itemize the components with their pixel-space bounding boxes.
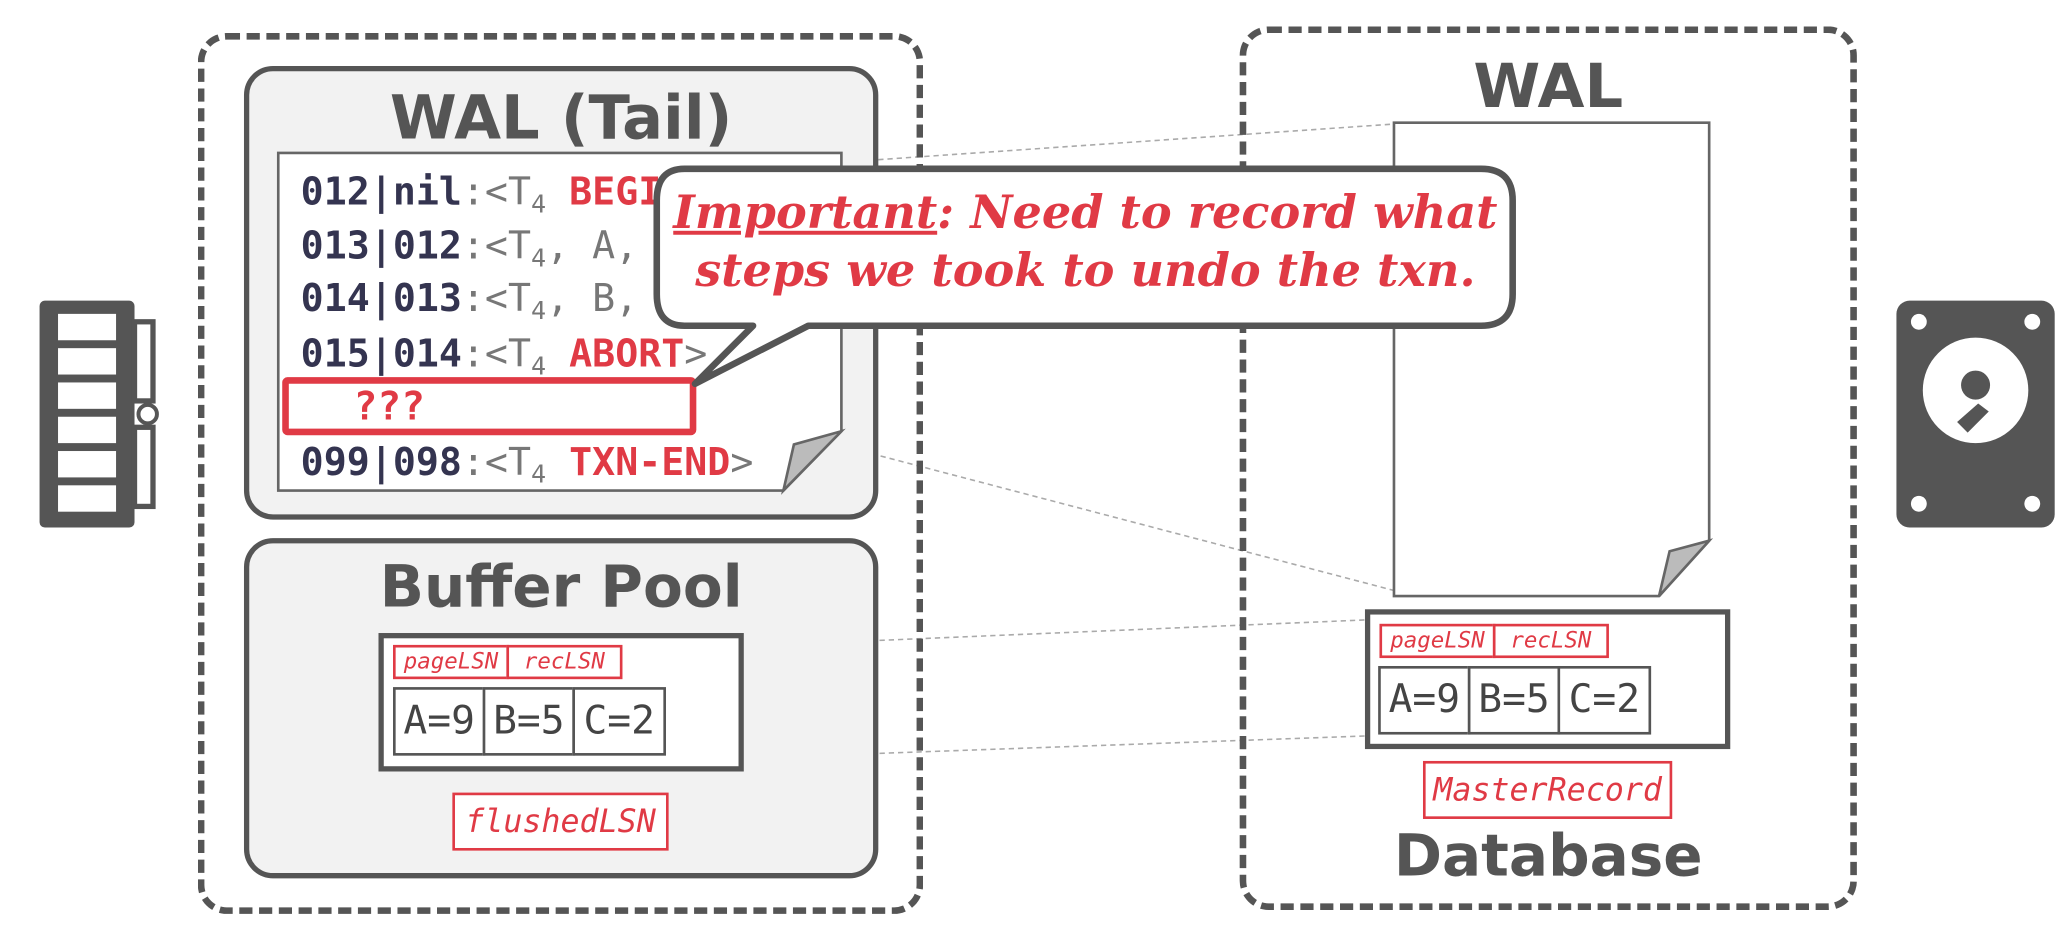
log-line-012: 012|nil:<T4 BEGIN> (300, 168, 708, 219)
log-lsn: 099 (300, 439, 370, 484)
log-lsn: 013 (300, 222, 370, 268)
log-prev-lsn: 013 (392, 275, 462, 321)
log-prev-lsn: 098 (392, 439, 462, 484)
buffer-cell-b: B=5 (482, 687, 575, 756)
connector-wal-bottom (791, 431, 1396, 592)
buffer-pool-title: Buffer Pool (379, 553, 743, 622)
flushed-lsn-label: flushedLSN (452, 792, 669, 851)
disk-cell-c: C=2 (1557, 665, 1652, 735)
disk-cell-a: A=9 (1378, 665, 1471, 735)
buffer-cell-a: A=9 (393, 687, 486, 756)
log-keyword: ABORT (569, 331, 685, 376)
buffer-cell-c: C=2 (572, 687, 666, 756)
unknown-log-entry: ??? (353, 383, 425, 430)
log-prev-lsn: nil (392, 168, 462, 214)
master-record-label: MasterRecord (1422, 760, 1673, 819)
disk-wal-title: WAL (1473, 50, 1624, 122)
callout-bubble (653, 165, 1516, 388)
database-title: Database (1393, 822, 1703, 891)
hard-disk-icon (1896, 300, 2055, 528)
buffer-rec-lsn-label: recLSN (506, 644, 623, 680)
memory-boundary (197, 32, 924, 914)
connector-wal-top (841, 123, 1396, 164)
callout-line-2: steps we took to undo the txn. (695, 243, 1476, 298)
wal-tail-title: WAL (Tail) (389, 81, 733, 153)
disk-page-lsn-label: pageLSN (1379, 623, 1496, 659)
log-prev-lsn: 012 (392, 222, 462, 268)
log-line-099: 099|098:<T4 TXN-END> (300, 439, 754, 490)
log-lsn: 015 (300, 331, 370, 376)
unknown-log-entry-box (282, 377, 697, 436)
disk-rec-lsn-label: recLSN (1492, 623, 1609, 659)
log-prev-lsn: 014 (392, 331, 462, 376)
buffer-page-lsn-label: pageLSN (393, 644, 510, 680)
disk-cell-b: B=5 (1467, 665, 1561, 735)
callout-important: Important (673, 185, 938, 241)
callout-text: Important: Need to record what steps we … (666, 185, 1505, 300)
ram-stick-icon (39, 300, 159, 528)
log-line-015: 015|014:<T4 ABORT> (300, 331, 708, 382)
disk-boundary (1239, 26, 1857, 910)
callout-line-1-rest: : Need to record what (937, 185, 1498, 241)
log-keyword: TXN-END (569, 439, 731, 484)
log-lsn: 012 (300, 168, 370, 214)
log-lsn: 014 (300, 275, 370, 321)
callout-line-1: Important: Need to record what (666, 185, 1505, 243)
